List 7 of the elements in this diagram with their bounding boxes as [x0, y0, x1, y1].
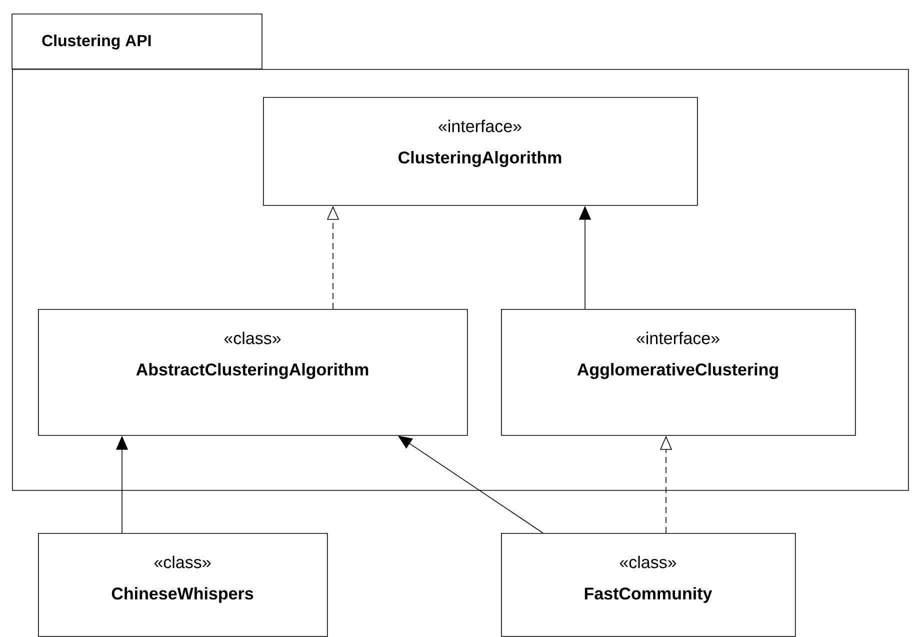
class-box: «class» FastCommunity	[501, 533, 796, 637]
arrow	[398, 436, 544, 534]
interface-box: «interface» AgglomerativeClustering	[501, 309, 856, 436]
interface-box: «interface» ClusteringAlgorithm	[263, 97, 698, 206]
class-box: «class» AbstractClusteringAlgorithm	[38, 309, 468, 436]
node-label: Clustering API	[42, 34, 151, 50]
class-box: «class» ChineseWhispers	[38, 533, 328, 637]
